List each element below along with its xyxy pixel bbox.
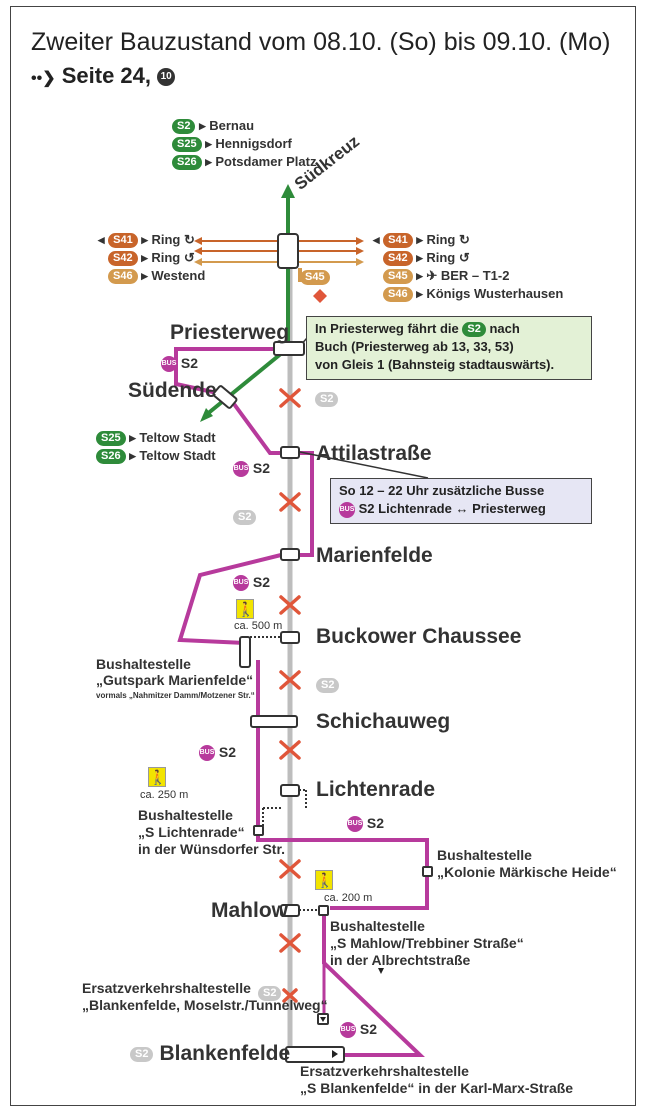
- stop-s-mahlow: Bushaltestelle „S Mahlow/Trebbiner Straß…: [330, 918, 524, 968]
- attilastrasse-station: [280, 446, 300, 459]
- bus-label-3: BUS S2: [233, 574, 271, 592]
- bus-route-f: [322, 916, 425, 1057]
- stop-s-lichtenrade: Bushaltestelle „S Lichtenrade“ in der Wü…: [138, 807, 286, 857]
- schichauweg-station: [250, 715, 298, 728]
- station-priesterweg: Priesterweg: [170, 321, 290, 344]
- page-reference[interactable]: ••❯ Seite 24, 10: [31, 63, 176, 88]
- dest-bernau: S2 ▸ Bernau: [172, 119, 254, 135]
- stop-ersatz-moselstr: Ersatzverkehrshaltestelle „Blankenfelde,…: [82, 980, 328, 1013]
- stop-kolonie: Bushaltestelle „Kolonie Märkische Heide“: [437, 847, 617, 880]
- ring-left-s41: ◂ S41 ▸ Ring ↻: [98, 232, 195, 249]
- ring-right-s45: S45 ▸ ✈ BER – T1-2: [383, 269, 509, 285]
- station-attilastrasse: Attilastraße: [316, 442, 432, 465]
- priesterweg-station: [273, 341, 305, 356]
- mahlow-stop-marker: [318, 905, 329, 916]
- priesterweg-info-box: In Priesterweg fährt die S2 nach Buch (P…: [306, 316, 592, 380]
- grey-s2-4: S2: [258, 986, 282, 1002]
- walk-distance-200: ca. 200 m: [324, 892, 373, 904]
- grey-s2-2: S2: [233, 510, 257, 526]
- bus-label-1: BUS S2: [161, 355, 199, 373]
- green-arrow-north: [281, 184, 295, 198]
- grey-s2-3: S2: [316, 678, 340, 694]
- buckower-station: [280, 631, 300, 644]
- green-line-teltow: [204, 346, 290, 417]
- frame: [10, 6, 636, 1106]
- marienfelde-station: [280, 548, 300, 561]
- gutspark-stop-marker: [239, 636, 251, 668]
- dest-teltow-s26: S26 ▸ Teltow Stadt: [96, 449, 216, 465]
- ring-right-s42: S42 ▸ Ring ↺: [383, 251, 470, 267]
- reference-arrow-icon: ••❯: [31, 70, 56, 87]
- suedkreuz-station: [277, 233, 299, 269]
- stop-gutspark: Bushaltestelle „Gutspark Marienfelde“ vo…: [96, 656, 255, 700]
- ring-right-s46: S46 ▸ Königs Wusterhausen: [383, 287, 563, 303]
- stop-ersatz-s-blankenfelde: Ersatzverkehrshaltestelle „S Blankenfeld…: [300, 1063, 574, 1096]
- lichtenrade-station: [280, 784, 300, 797]
- station-lichtenrade: Lichtenrade: [316, 778, 436, 801]
- ring-right-s41: ◂ S41 ▸ Ring ↻: [373, 232, 470, 249]
- db-logo-icon: [313, 289, 327, 303]
- station-buckower-chaussee: Buckower Chaussee: [316, 625, 522, 648]
- blankenfelde-station: [285, 1046, 345, 1063]
- walk-icon-2: 🚶: [148, 767, 167, 787]
- reference-page: Seite 24,: [61, 63, 152, 88]
- closure-marks: [279, 388, 301, 1003]
- bus-label-4: BUS S2: [199, 744, 237, 762]
- ring-left-s46: S46 ▸ Westend: [108, 269, 205, 285]
- ring-left-s42: S42 ▸ Ring ↺: [108, 251, 195, 267]
- lichtenrade-stop-marker: [253, 825, 264, 836]
- kolonie-stop-marker: [422, 866, 433, 877]
- reference-number-icon: 10: [157, 68, 176, 87]
- green-arrow-teltow: [200, 408, 213, 422]
- suedende-station: [212, 385, 238, 409]
- station-mahlow: Mahlow: [211, 899, 288, 922]
- bus-label-2: BUS S2: [233, 460, 271, 478]
- bus-route-b: [232, 402, 281, 455]
- dest-potsdamer-platz: S26 ▸ Potsdamer Platz: [172, 155, 316, 171]
- bus-route-e: [256, 660, 429, 910]
- bus-label-6: BUS S2: [340, 1021, 378, 1039]
- page-title: Zweiter Bauzustand vom 08.10. (So) bis 0…: [31, 28, 611, 56]
- s45-badge: S45: [300, 270, 330, 286]
- dest-teltow-s25: S25 ▸ Teltow Stadt: [96, 431, 216, 447]
- walk-distance-500: ca. 500 m: [234, 620, 283, 632]
- station-marienfelde: Marienfelde: [316, 544, 433, 567]
- walk-icon-1: 🚶: [236, 599, 255, 619]
- bus-route-c: [298, 451, 314, 557]
- bus-label-5: BUS S2: [347, 815, 385, 833]
- bus-route-d: [177, 553, 282, 645]
- station-schichauweg: Schichauweg: [316, 710, 451, 733]
- walk-icon-3: 🚶: [315, 870, 334, 890]
- station-suedende: Südende: [128, 379, 217, 402]
- dest-hennigsdorf: S25 ▸ Hennigsdorf: [172, 137, 292, 153]
- grey-s2-1: S2: [315, 392, 339, 408]
- walk-distance-250: ca. 250 m: [140, 789, 189, 801]
- bus-info-box: So 12 – 22 Uhr zusätzliche Busse BUS S2 …: [330, 478, 592, 524]
